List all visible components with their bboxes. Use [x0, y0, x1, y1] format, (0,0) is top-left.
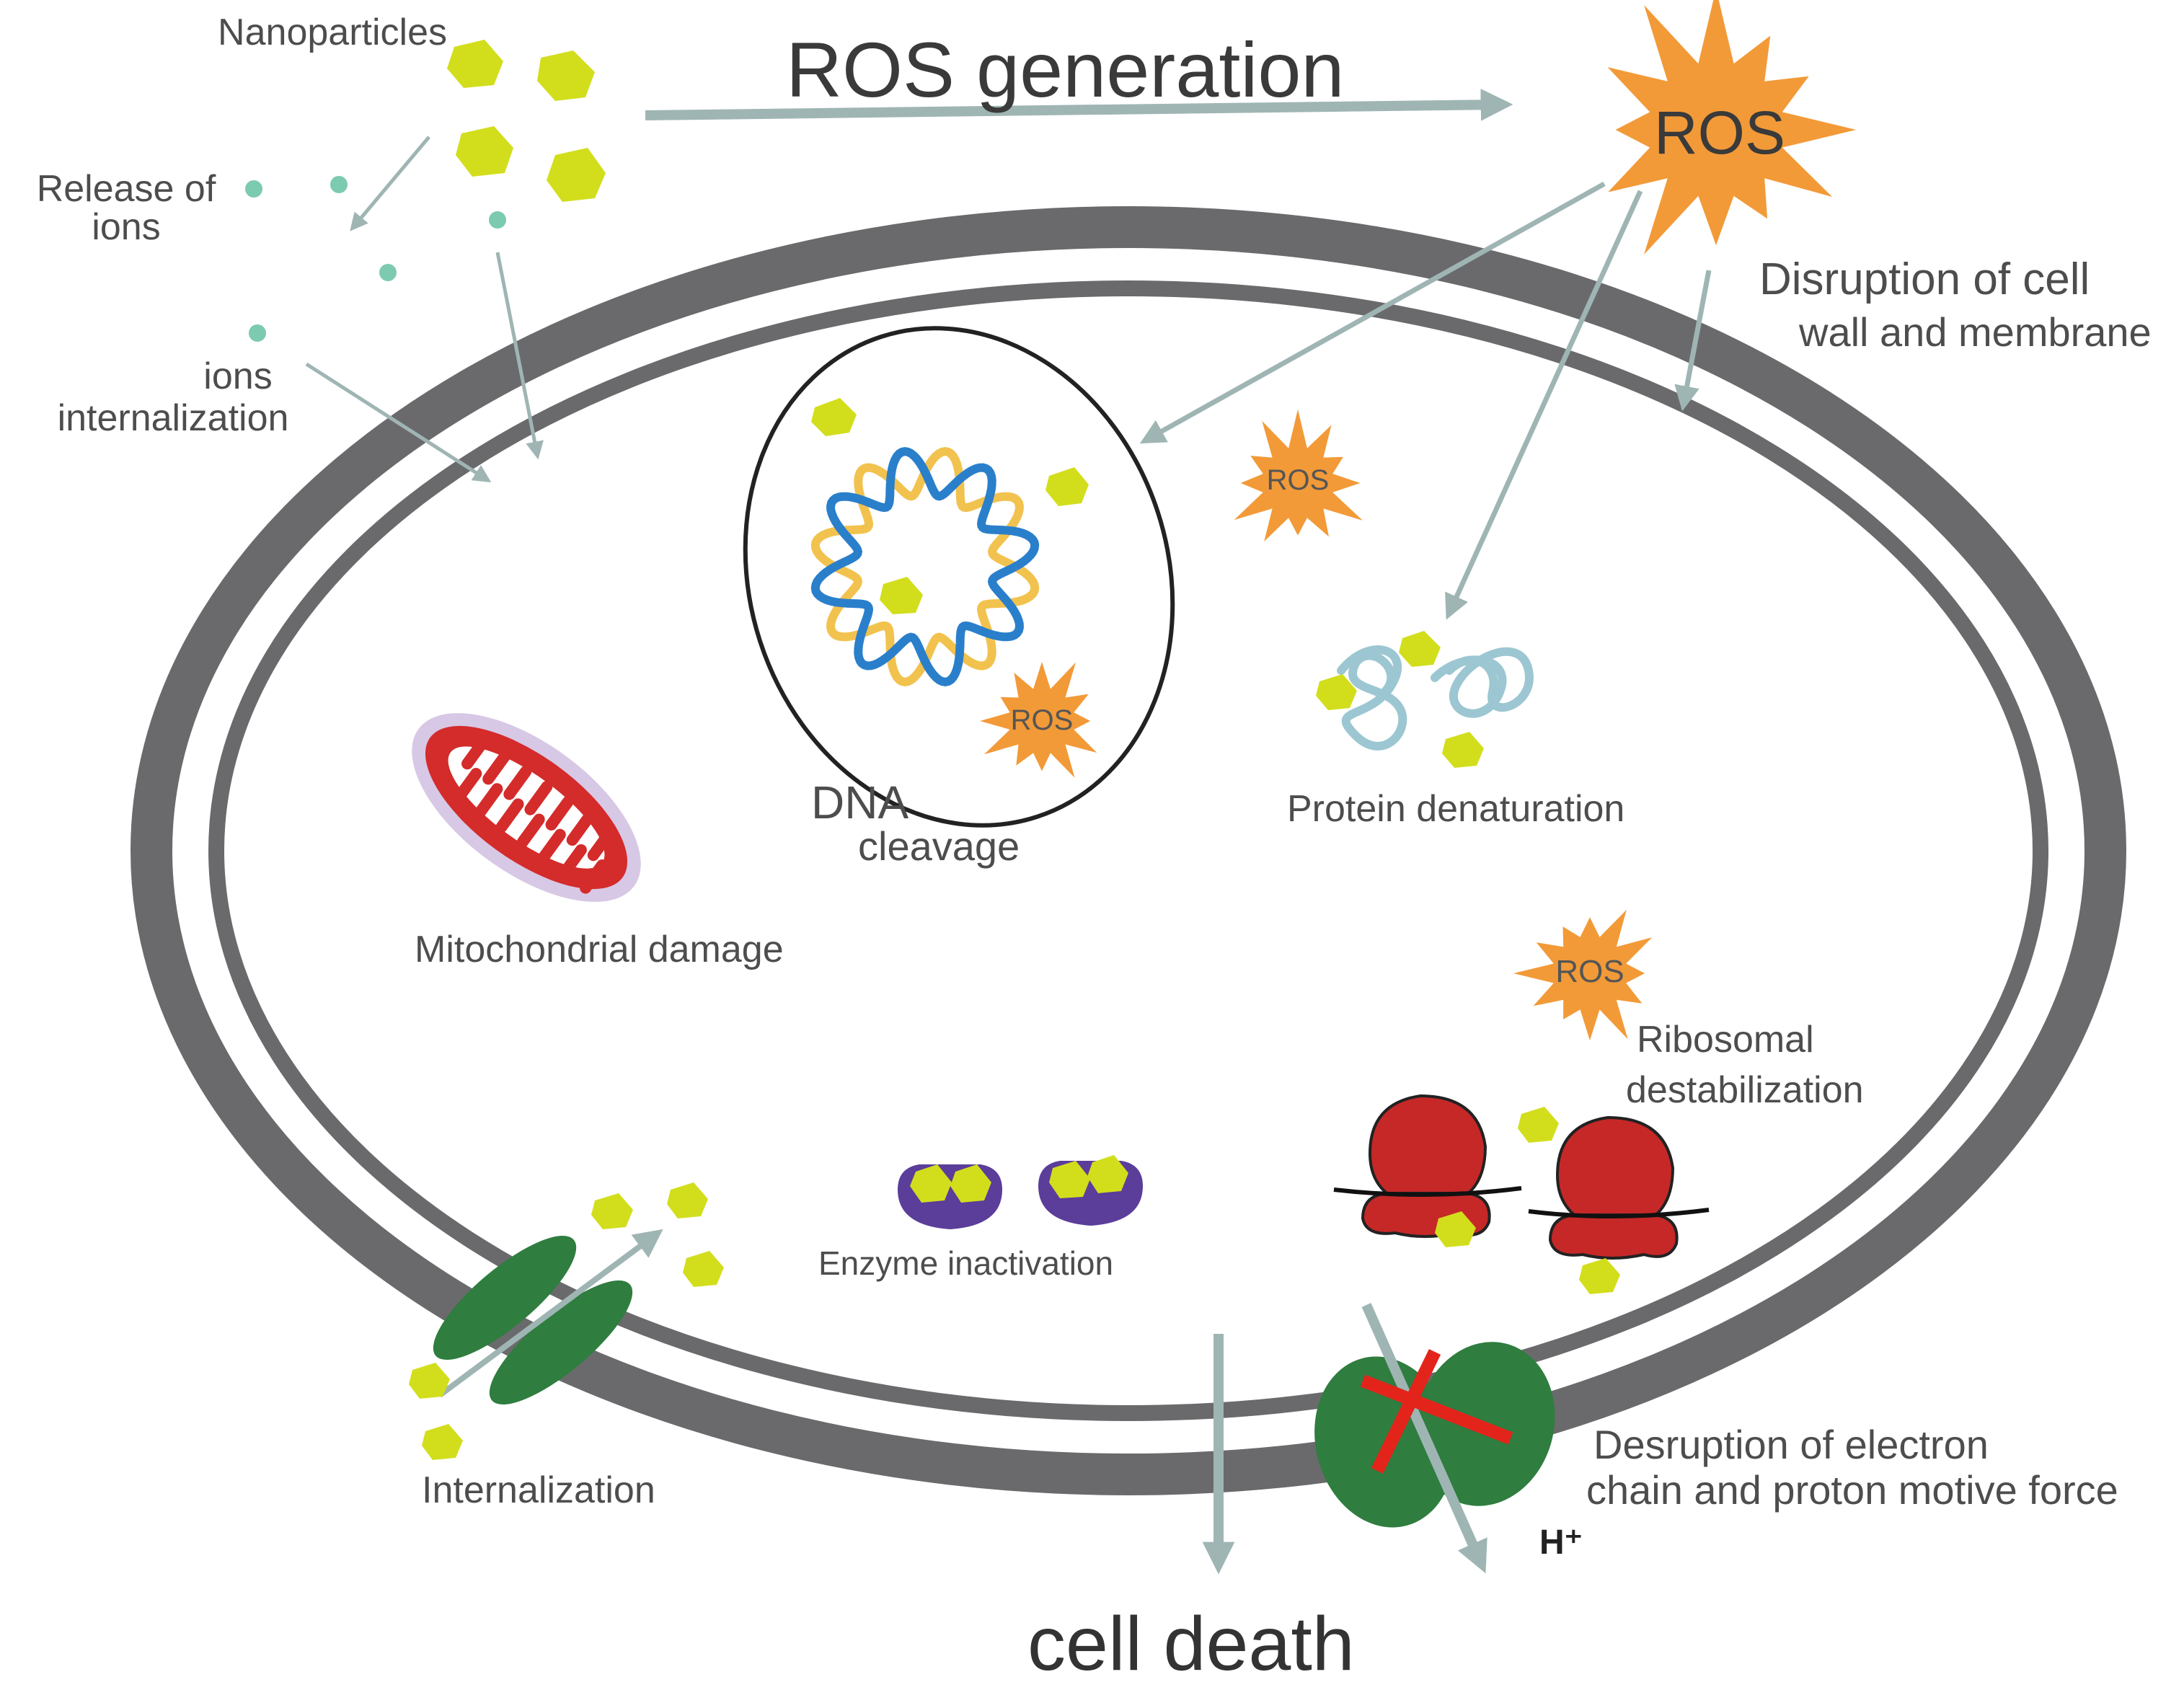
ros-burst-small: [1234, 409, 1363, 541]
label-dna-line1: DNA: [811, 777, 909, 828]
label-nanoparticles: Nanoparticles: [218, 12, 447, 53]
label-electron-chain-line2: chain and proton motive force: [1586, 1467, 2118, 1513]
ros-burst-small: [980, 662, 1097, 778]
label-ros-generation: ROS generation: [786, 26, 1345, 113]
arrow-ros-to-protein: [1445, 190, 1643, 620]
label-disruption-cell-wall-line1: Disruption of cell: [1759, 255, 2090, 304]
label-cell-death: cell death: [1027, 1601, 1355, 1686]
nanoparticle: [811, 398, 857, 436]
denatured-protein: [1316, 631, 1534, 768]
nucleoid: [743, 326, 1175, 828]
ribosome-group: [1333, 1094, 1710, 1294]
ion: [245, 180, 262, 198]
porin-channel: [409, 1182, 724, 1460]
enzyme: [898, 1164, 1002, 1229]
enzyme-group: [898, 1155, 1143, 1229]
label-protein-denaturation: Protein denaturation: [1287, 788, 1625, 830]
label-release-of-ions-line2: ions: [92, 206, 161, 248]
ion: [379, 264, 397, 281]
label-ions-internalization-line1: ions: [203, 355, 273, 397]
label-enzyme-inactivation: Enzyme inactivation: [818, 1244, 1114, 1282]
nanoparticle-cluster: [447, 40, 606, 202]
label-dna-line2: cleavage: [858, 823, 1020, 869]
label-h-plus: H⁺: [1539, 1523, 1583, 1562]
label-ros-large: ROS: [1653, 99, 1786, 167]
dna-strand-yellow: [810, 446, 1040, 687]
ros-small-group: [980, 409, 1653, 1040]
label-release-of-ions-line1: Release of: [36, 168, 216, 210]
nanoparticle: [547, 148, 606, 202]
nanoparticle: [456, 126, 513, 177]
arrow-ros-to-wall: [1674, 270, 1712, 412]
nanoparticle: [537, 50, 595, 101]
ribosome: [1333, 1094, 1522, 1238]
label-mitochondrial-damage: Mitochondrial damage: [415, 929, 784, 970]
ion: [330, 176, 348, 193]
cross-mark: [1371, 1349, 1441, 1474]
arrow-ions-internalization: [305, 362, 492, 483]
ros-generation-arrow: [645, 88, 1513, 121]
arrow-release-ions: [350, 136, 430, 231]
label-ions-internalization-line2: internalization: [57, 397, 289, 439]
ion: [249, 324, 266, 342]
ribosome: [1528, 1115, 1710, 1260]
arrow-ros-to-dna: [1139, 181, 1606, 444]
label-disruption-cell-wall-line2: wall and membrane: [1799, 309, 2152, 355]
ros-effect-arrows: [1139, 181, 1712, 620]
ros-burst-large: [1607, 0, 1857, 255]
label-ros-small: ROS: [1010, 704, 1074, 736]
cross-mark: [1360, 1374, 1513, 1445]
ion: [489, 211, 506, 229]
nanoparticle: [880, 577, 923, 614]
label-ribosomal-line1: Ribosomal: [1637, 1019, 1814, 1061]
label-internalization: Internalization: [422, 1469, 655, 1511]
label-ribosomal-line2: destabilization: [1626, 1069, 1864, 1111]
ion-arrows: [305, 136, 544, 483]
mitochondrion: [412, 713, 641, 902]
label-ros-small: ROS: [1555, 954, 1624, 989]
label-ros-small: ROS: [1266, 464, 1330, 496]
arrow-np-internalization: [495, 252, 544, 460]
ion-dots: [245, 176, 506, 342]
ros-burst-small: [1513, 909, 1653, 1040]
label-electron-chain-line1: Desruption of electron: [1593, 1422, 1989, 1467]
nanoparticle: [1045, 467, 1089, 506]
cell-wall: [131, 206, 2126, 1495]
nanoparticle: [447, 40, 503, 88]
electron-chain-complex: [1314, 1303, 1555, 1574]
dna-strand-blue: [810, 446, 1040, 687]
